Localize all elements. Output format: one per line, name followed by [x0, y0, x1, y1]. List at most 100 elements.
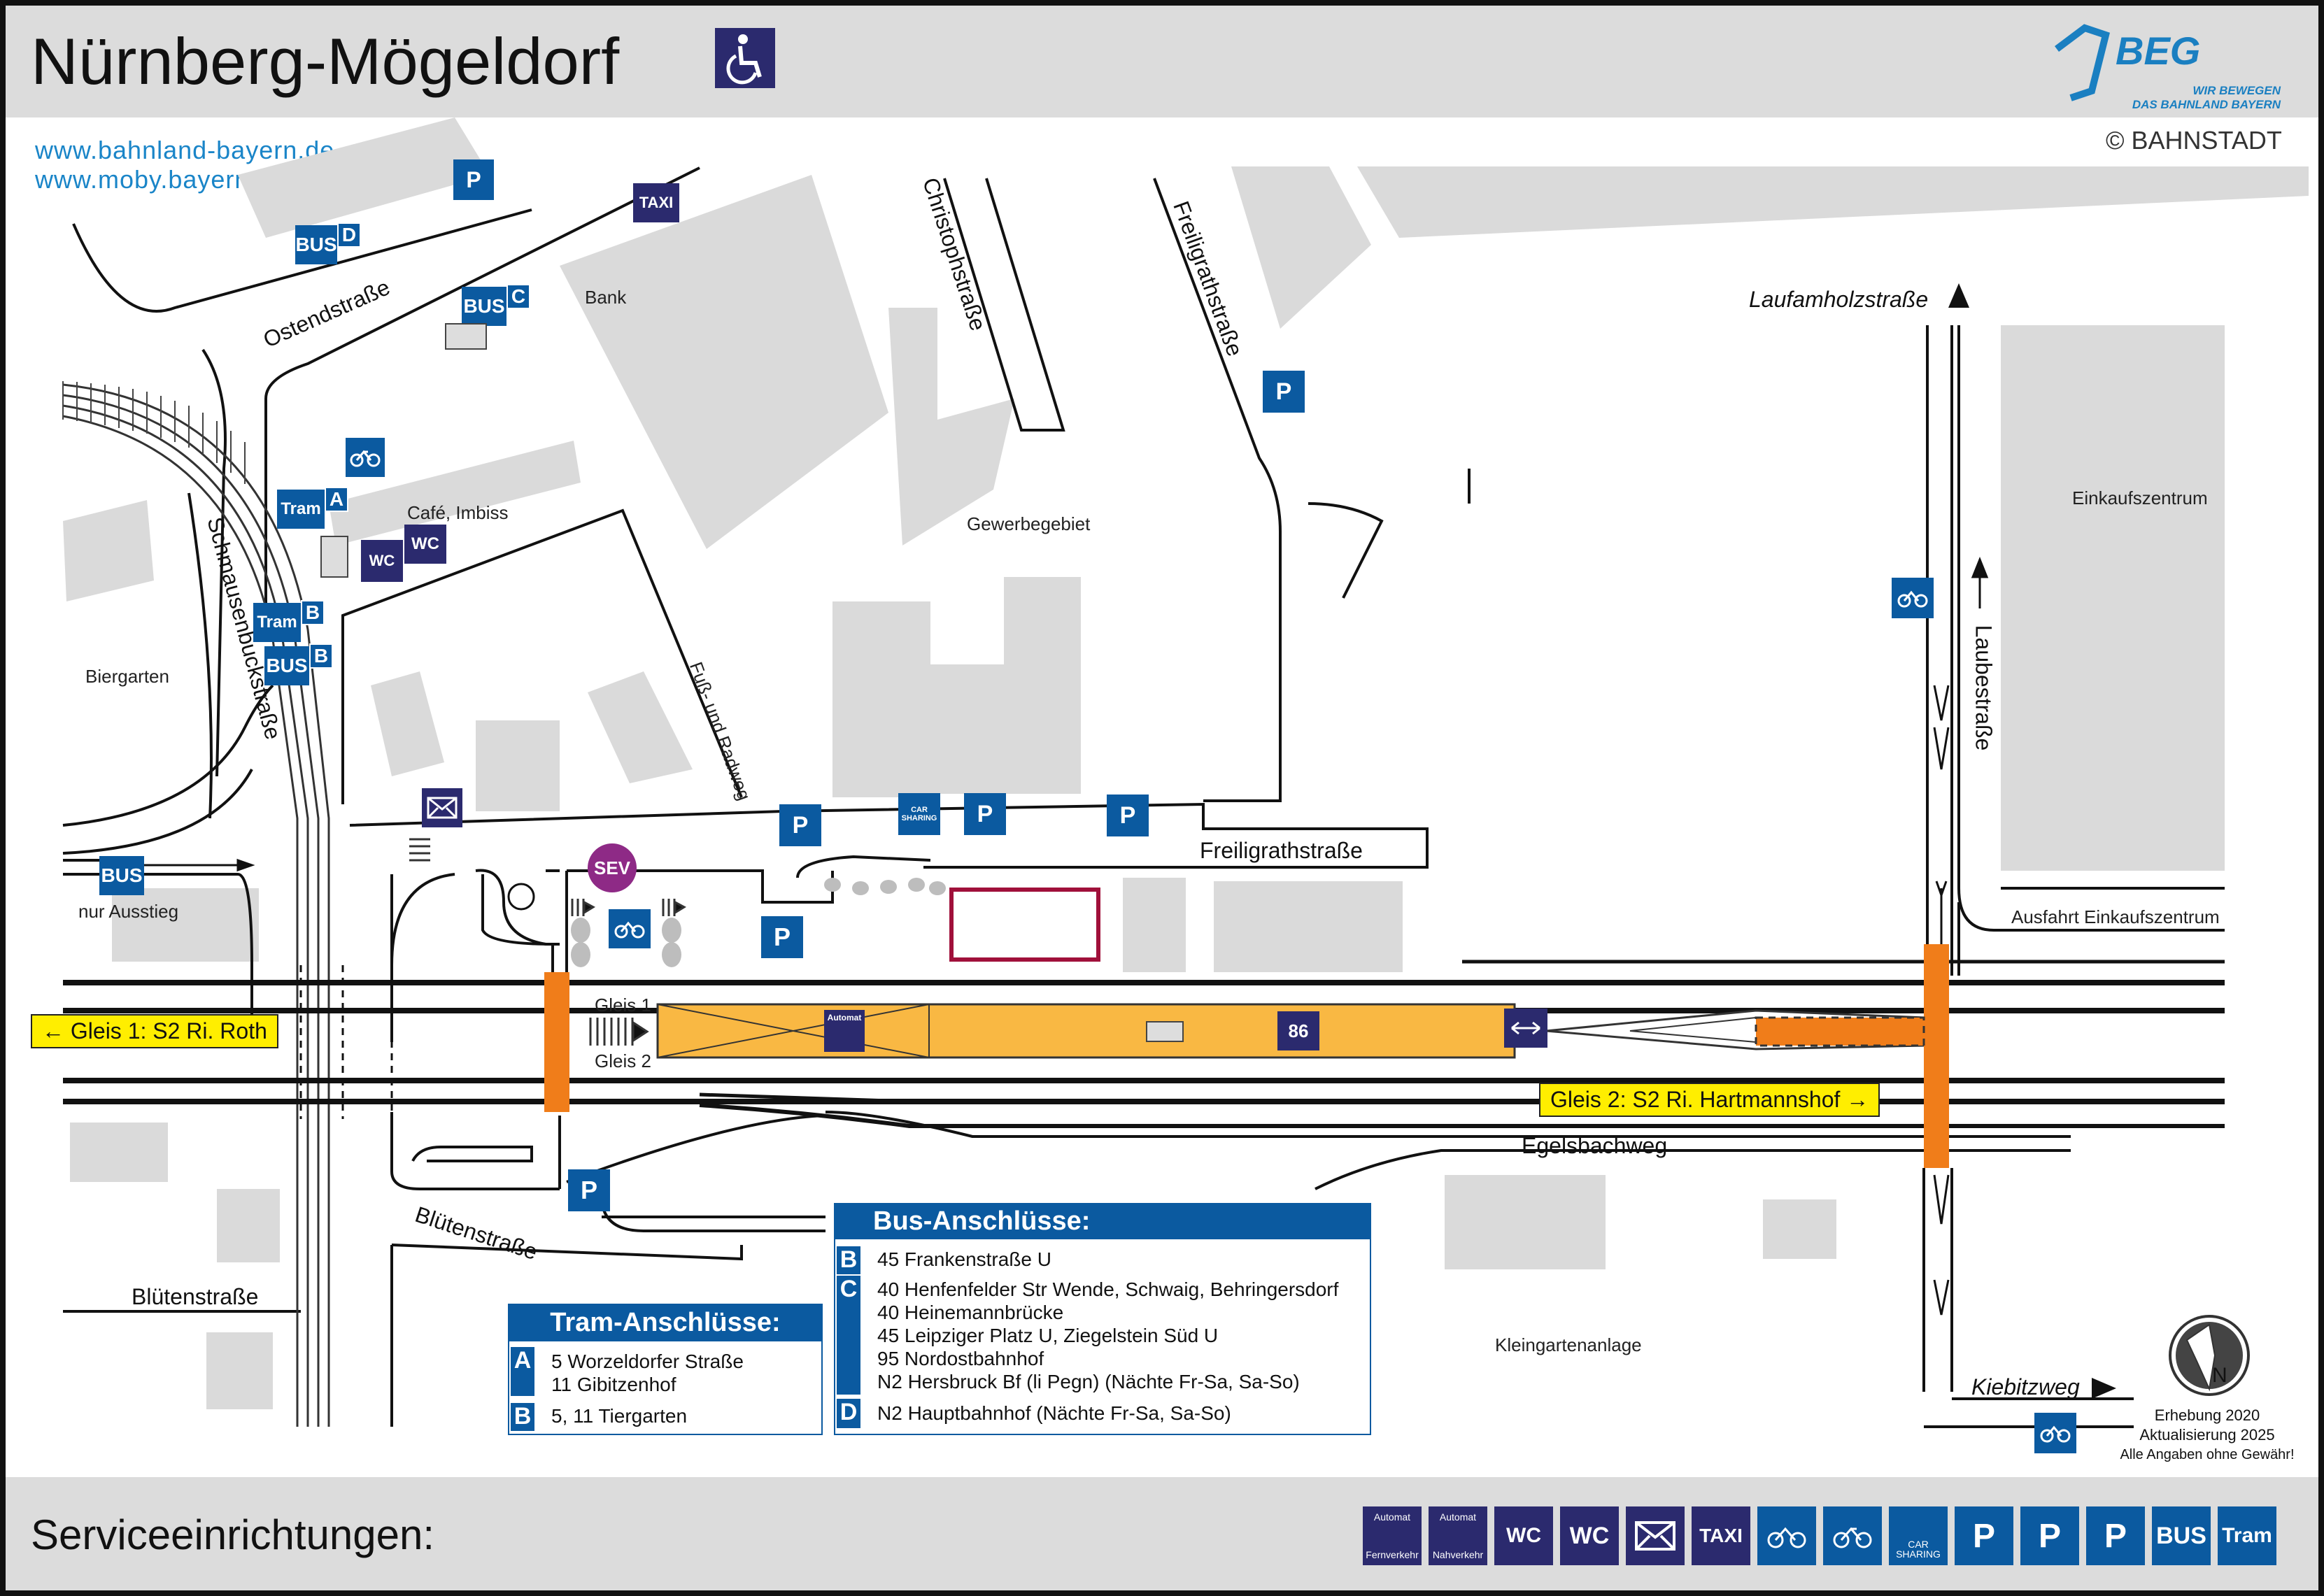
direction-laufamholz: Laufamholzstraße — [1749, 287, 1929, 312]
kiebitz-arrow — [2092, 1378, 2116, 1399]
bus-stop-c-icon: BUS — [462, 287, 506, 326]
ticket-machine-icon: Automat — [824, 1010, 865, 1052]
place-einkauf: Einkaufszentrum — [2072, 487, 2208, 508]
street-outlines — [62, 166, 2225, 1428]
place-cafe: Café, Imbiss — [407, 502, 509, 523]
track-gleis2: Gleis 2 — [595, 1050, 651, 1071]
access-paths — [544, 944, 1949, 1168]
mailbox-icon — [445, 323, 487, 350]
cafe-entrance-icon — [320, 536, 348, 578]
gleis2-sign: Gleis 2: S2 Ri. Hartmannshof → — [1539, 1083, 1880, 1117]
wc-icon: WC — [1560, 1506, 1619, 1565]
bus-stop-d-icon: BUS — [295, 225, 337, 264]
tram-stop-b-letter: B — [301, 600, 325, 625]
roundabout-circle — [507, 883, 535, 911]
exit-86-icon: 86 — [1277, 1011, 1319, 1050]
bus-stop-b-icon: BUS — [264, 646, 309, 685]
bus-icon: BUS — [2152, 1506, 2211, 1565]
bike-icon — [1823, 1506, 1882, 1565]
bike-parking-bollards — [571, 878, 946, 967]
street-bluten: Blütenstraße — [132, 1284, 259, 1309]
bus-row-c-line3: 45 Leipziger Platz U, Ziegelstein Süd U — [877, 1325, 1219, 1346]
platform-mailbox-icon — [1146, 1021, 1184, 1042]
ev-charging-parking-icon: P — [2086, 1506, 2145, 1565]
taxi-icon: TAXI — [1692, 1506, 1750, 1565]
place-gewerbe: Gewerbegebiet — [967, 513, 1091, 534]
tram-stop-b-icon: Tram — [253, 603, 301, 642]
highlight-building — [949, 888, 1100, 962]
laube-lane — [1933, 556, 1989, 1316]
bus-key-d: D — [837, 1399, 860, 1428]
copyright: © BAHNSTADT — [2106, 126, 2282, 155]
mailbox-icon — [1626, 1506, 1685, 1565]
laufamholz-arrow — [1948, 283, 1969, 308]
track-gleis1: Gleis 1 — [595, 995, 651, 1016]
parking-icon: P — [1955, 1506, 2013, 1565]
entry-stairs — [571, 899, 687, 916]
wc-icon: WC — [404, 525, 446, 564]
taxi-icon: TAXI — [633, 183, 679, 222]
bike-parking-icon — [346, 438, 385, 477]
place-bank: Bank — [585, 287, 627, 308]
bus-row-c-line4: 95 Nordostbahnhof — [877, 1348, 1044, 1369]
station-title: Nürnberg-Mögeldorf — [31, 24, 620, 98]
bus-panel-title: Bus-Anschlüsse: — [834, 1203, 1371, 1239]
bus-row-c-line1: 40 Henfenfelder Str Wende, Schwaig, Behr… — [877, 1278, 1339, 1300]
accessible-wc-icon: WC — [1494, 1506, 1553, 1565]
direction-kiebitz: Kiebitzweg — [1971, 1374, 2080, 1399]
url-bahnland[interactable]: www.bahnland-bayern.de — [35, 136, 335, 164]
short-term-parking-icon: P — [1263, 371, 1305, 413]
tram-icon: Tram — [2218, 1506, 2276, 1565]
tram-row-a-line1: 5 Worzeldorfer Straße — [551, 1351, 744, 1372]
street-egelsbach: Egelsbachweg — [1522, 1133, 1668, 1158]
place-biergarten: Biergarten — [85, 666, 169, 687]
bus-connections-panel — [834, 1203, 1371, 1435]
platform-end-arrows-icon — [1504, 1009, 1547, 1048]
street-freiligrath-horizontal: Freiligrathstraße — [1200, 838, 1363, 863]
bus-key-b: B — [837, 1246, 860, 1274]
short-term-parking-icon: P — [779, 804, 821, 846]
short-term-parking-icon: P — [1107, 795, 1149, 836]
beg-brand: BEG — [2116, 29, 2201, 73]
tram-stop-a-icon: Tram — [277, 490, 325, 529]
short-term-parking-icon: P — [2020, 1506, 2079, 1565]
bus-row-d-line1: N2 Hauptbahnhof (Nächte Fr-Sa, Sa-So) — [877, 1402, 1231, 1424]
street-laube: Laubestraße — [1971, 625, 1997, 751]
bus-arrow-left — [140, 858, 255, 872]
survey-info: Erhebung 2020 Aktualisierung 2025 Alle A… — [2120, 1406, 2295, 1462]
station-forecourt — [481, 855, 931, 972]
bus-key-c: C — [837, 1276, 860, 1395]
parking-icon: P — [568, 1169, 610, 1211]
svg-text:N: N — [2212, 1364, 2227, 1387]
tram-key-b: B — [511, 1403, 534, 1431]
services-title: Serviceeinrichtungen: — [31, 1511, 435, 1558]
tram-track-ties — [62, 381, 246, 484]
accessible-parking-icon: P — [453, 159, 494, 200]
mail-stairs — [409, 838, 430, 862]
bus-stop-d-letter: D — [337, 222, 361, 248]
ev-charging-parking-icon: P — [964, 793, 1006, 835]
bike-parking-icon — [609, 909, 651, 948]
wheelchair-accessible-icon — [715, 28, 775, 88]
sev-icon: SEV — [588, 843, 637, 892]
bus-row-b-line1: 45 Frankenstraße U — [877, 1248, 1051, 1270]
underpass-dashes — [299, 965, 393, 1119]
header-bar — [6, 6, 2318, 117]
bus-stop-c-letter: C — [506, 284, 530, 309]
platform-stairs — [589, 1018, 649, 1046]
tram-stop-a-letter: A — [325, 487, 348, 512]
buildings — [63, 117, 2309, 1409]
tram-panel-title: Tram-Anschlüsse: — [508, 1304, 823, 1341]
tram-row-a-line2: 11 Gibitzenhof — [551, 1374, 676, 1395]
bike-parking-icon — [1757, 1506, 1816, 1565]
mailbox-icon — [422, 788, 462, 827]
bus-stop-b-letter: B — [309, 643, 333, 669]
beg-tagline: WIR BEWEGEN DAS BAHNLAND BAYERN — [2132, 84, 2281, 111]
tram-key-a: A — [511, 1347, 534, 1396]
url-moby[interactable]: www.moby.bayern — [35, 165, 250, 194]
beg-logo — [2050, 14, 2113, 105]
